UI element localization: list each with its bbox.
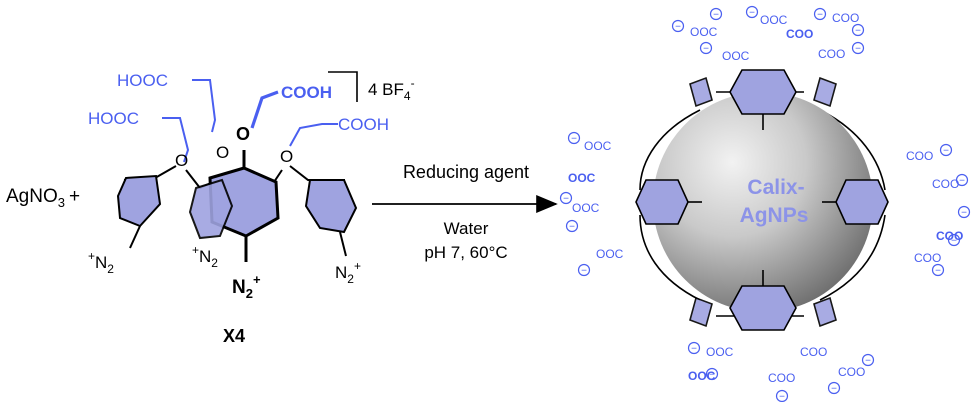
- svg-text:AgNO3+: AgNO3+: [6, 186, 80, 210]
- svg-text:OOC: OOC: [688, 369, 716, 383]
- oxygen-bold: O: [236, 124, 250, 144]
- svg-text:OOC: OOC: [706, 345, 734, 359]
- charge-circle: [671, 19, 685, 33]
- svg-text:OOC: OOC: [568, 171, 596, 185]
- aryl-ring-left: [116, 174, 162, 249]
- product-label-line2: AgNPs: [740, 204, 809, 227]
- charge-circle: [705, 367, 719, 381]
- svg-text:COO: COO: [800, 345, 827, 359]
- reaction-arrow: Reducing agent Water pH 7, 60°C: [372, 162, 558, 262]
- charge-sign: −: [943, 146, 949, 157]
- charge-sign: −: [749, 8, 755, 19]
- negative-charges: − − − − − − − − − − − − − − − − − − − − −: [559, 5, 971, 402]
- charge-circle: [851, 23, 865, 37]
- carboxylates-right: COO COO COO COO: [906, 149, 963, 265]
- charge-sign: −: [709, 370, 715, 381]
- charge-sign: −: [831, 384, 837, 395]
- charge-sign: −: [571, 134, 577, 145]
- charge-circle: [827, 381, 841, 395]
- acid-label-bold: COOH: [281, 83, 332, 102]
- diazonium-left: +N2: [88, 249, 114, 276]
- svg-text:COO: COO: [932, 177, 959, 191]
- arrow-label-above: Reducing agent: [403, 162, 529, 182]
- counterion-bracket: [328, 71, 358, 102]
- svg-text:COO: COO: [786, 27, 813, 41]
- carboxylates-bottom: OOC OOC COO COO COO: [688, 345, 865, 385]
- charge-circle: [577, 263, 591, 277]
- svg-text:OOC: OOC: [572, 201, 600, 215]
- charge-circle: [955, 173, 969, 187]
- charge-circle: [565, 219, 579, 233]
- charge-circle: [861, 353, 875, 367]
- charge-sign: −: [675, 22, 681, 33]
- aryl-ring-back: [188, 178, 234, 240]
- charge-circle: [813, 7, 827, 21]
- compound-label: X4: [223, 326, 245, 346]
- charge-sign: −: [563, 194, 569, 205]
- carboxylates-left: OOC OOC OOC OOC: [568, 139, 624, 261]
- oxygen-left: O: [175, 151, 188, 170]
- svg-text:COO: COO: [838, 365, 865, 379]
- surface-rings: [635, 69, 889, 331]
- calix-agnp-product: Calix- AgNPs OOC OOC COO COO OOC COO OOC…: [559, 5, 971, 402]
- charge-sign: −: [703, 44, 709, 55]
- svg-text:COO: COO: [832, 11, 859, 25]
- charge-circle: [939, 143, 953, 157]
- acid-label-top-left: HOOC: [117, 71, 168, 90]
- charge-sign: −: [581, 266, 587, 277]
- charge-sign: −: [691, 344, 697, 355]
- svg-text:COO: COO: [914, 251, 941, 265]
- agno3-reactant: AgNO3+: [6, 186, 80, 210]
- svg-text:COO: COO: [768, 371, 795, 385]
- charge-circle: [957, 205, 971, 219]
- counterion: 4 BF4-: [368, 76, 415, 103]
- charge-circle: [947, 233, 961, 247]
- arrow-label-conditions: pH 7, 60°C: [424, 243, 507, 262]
- svg-text:OOC: OOC: [584, 139, 612, 153]
- oxygen-right: O: [280, 147, 293, 166]
- svg-text:COO: COO: [906, 149, 933, 163]
- svg-text:OOC: OOC: [760, 13, 788, 27]
- acid-label-right: COOH: [338, 115, 389, 134]
- charge-sign: −: [959, 176, 965, 187]
- charge-circle: [567, 131, 581, 145]
- acid-label-mid-left: HOOC: [88, 109, 139, 128]
- charge-sign: −: [935, 266, 941, 277]
- arrow-label-water: Water: [444, 219, 489, 238]
- svg-text:OOC: OOC: [690, 25, 718, 39]
- charge-circle: [745, 5, 759, 19]
- svg-text:OOC: OOC: [596, 247, 624, 261]
- charge-circle: [687, 341, 701, 355]
- product-label-line1: Calix-: [747, 176, 804, 199]
- aryl-ring-right: [304, 179, 358, 257]
- charge-circle: [709, 7, 723, 21]
- charge-sign: −: [961, 208, 967, 219]
- svg-text:OOC: OOC: [722, 49, 750, 63]
- charge-sign: −: [865, 356, 871, 367]
- carboxylates-top: OOC OOC COO COO OOC COO: [690, 11, 859, 63]
- charge-sign: −: [817, 10, 823, 21]
- charge-circle: [699, 41, 713, 55]
- methyl-bonds: [688, 114, 836, 286]
- charge-circle: [931, 263, 945, 277]
- oxygen-inner: O: [216, 143, 229, 162]
- charge-circle: [851, 41, 865, 55]
- charge-sign: −: [779, 392, 785, 402]
- diazonium-bold: N2+: [232, 272, 261, 301]
- charge-circle: [559, 191, 573, 205]
- svg-text:COO: COO: [818, 47, 845, 61]
- charge-sign: −: [713, 10, 719, 21]
- charge-sign: −: [951, 236, 957, 247]
- silver-nanoparticle: [653, 92, 873, 312]
- calixarene-x4: HOOC COOH HOOC COOH 4 BF4- O O O O: [88, 71, 415, 346]
- charge-sign: −: [569, 222, 575, 233]
- acid-arms: [162, 79, 338, 163]
- diazonium-inner: +N2: [192, 243, 218, 270]
- charge-sign: −: [855, 44, 861, 55]
- diazonium-right: N2+: [335, 259, 361, 286]
- charge-sign: −: [855, 26, 861, 37]
